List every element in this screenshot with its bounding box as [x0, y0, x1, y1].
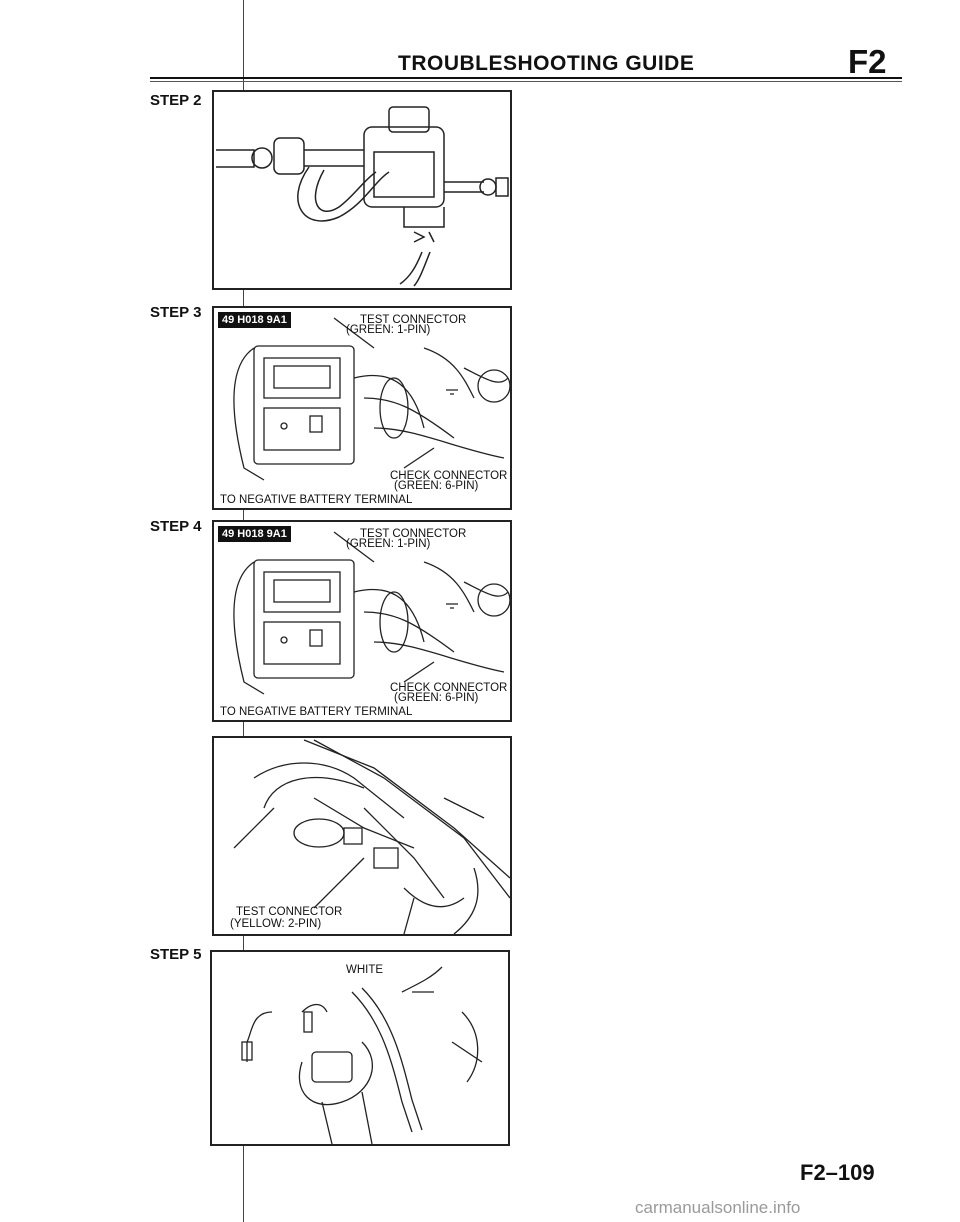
- tool-number-tag: 49 H018 9A1: [218, 312, 291, 328]
- step-5-label: STEP 5: [150, 946, 202, 963]
- check-connector-label: CHECK CONNECTOR: [390, 682, 508, 694]
- watermark: carmanualsonline.info: [635, 1198, 801, 1217]
- test-connector-spec: (YELLOW: 2-PIN): [230, 918, 322, 930]
- step-4-label: STEP 4: [150, 518, 202, 535]
- step-4-detail-illustration: TEST CONNECTOR (YELLOW: 2-PIN): [212, 736, 512, 936]
- test-connector-label: TEST CONNECTOR: [360, 314, 467, 326]
- header-rule-thin: [150, 81, 902, 82]
- step-5-illustration: WHITE: [210, 950, 510, 1146]
- valve-hose-drawing: [216, 106, 509, 287]
- battery-terminal-label: TO NEGATIVE BATTERY TERMINAL: [220, 494, 413, 506]
- step-3-label: STEP 3: [150, 304, 202, 321]
- header-rule: [150, 77, 902, 79]
- engine-bay-drawing: [233, 739, 510, 934]
- test-connector-label: TEST CONNECTOR: [236, 906, 343, 918]
- page-title: TROUBLESHOOTING GUIDE: [398, 52, 695, 75]
- step-2-label: STEP 2: [150, 92, 202, 109]
- check-connector-spec: (GREEN: 6-PIN): [394, 480, 479, 492]
- white-wire-label: WHITE: [346, 964, 384, 976]
- test-connector-spec: (GREEN: 1-PIN): [346, 538, 431, 550]
- page-number: F2–109: [800, 1160, 875, 1185]
- test-connector-spec: (GREEN: 1-PIN): [346, 324, 431, 336]
- test-connector-label: TEST CONNECTOR: [360, 528, 467, 540]
- tester-connection-drawing: [233, 317, 510, 481]
- harness-connector-drawing: [241, 966, 483, 1144]
- tester-connection-drawing: [233, 531, 510, 695]
- tool-number-tag: 49 H018 9A1: [218, 526, 291, 542]
- step-3-illustration: 49 H018 9A1 TEST CONNECTOR (GREEN: 1-PIN…: [212, 306, 512, 510]
- step-4-illustration: 49 H018 9A1 TEST CONNECTOR (GREEN: 1-PIN…: [212, 520, 512, 722]
- check-connector-label: CHECK CONNECTOR: [390, 470, 508, 482]
- step-2-illustration: [212, 90, 512, 290]
- battery-terminal-label: TO NEGATIVE BATTERY TERMINAL: [220, 706, 413, 718]
- section-code: F2: [848, 43, 887, 80]
- check-connector-spec: (GREEN: 6-PIN): [394, 692, 479, 704]
